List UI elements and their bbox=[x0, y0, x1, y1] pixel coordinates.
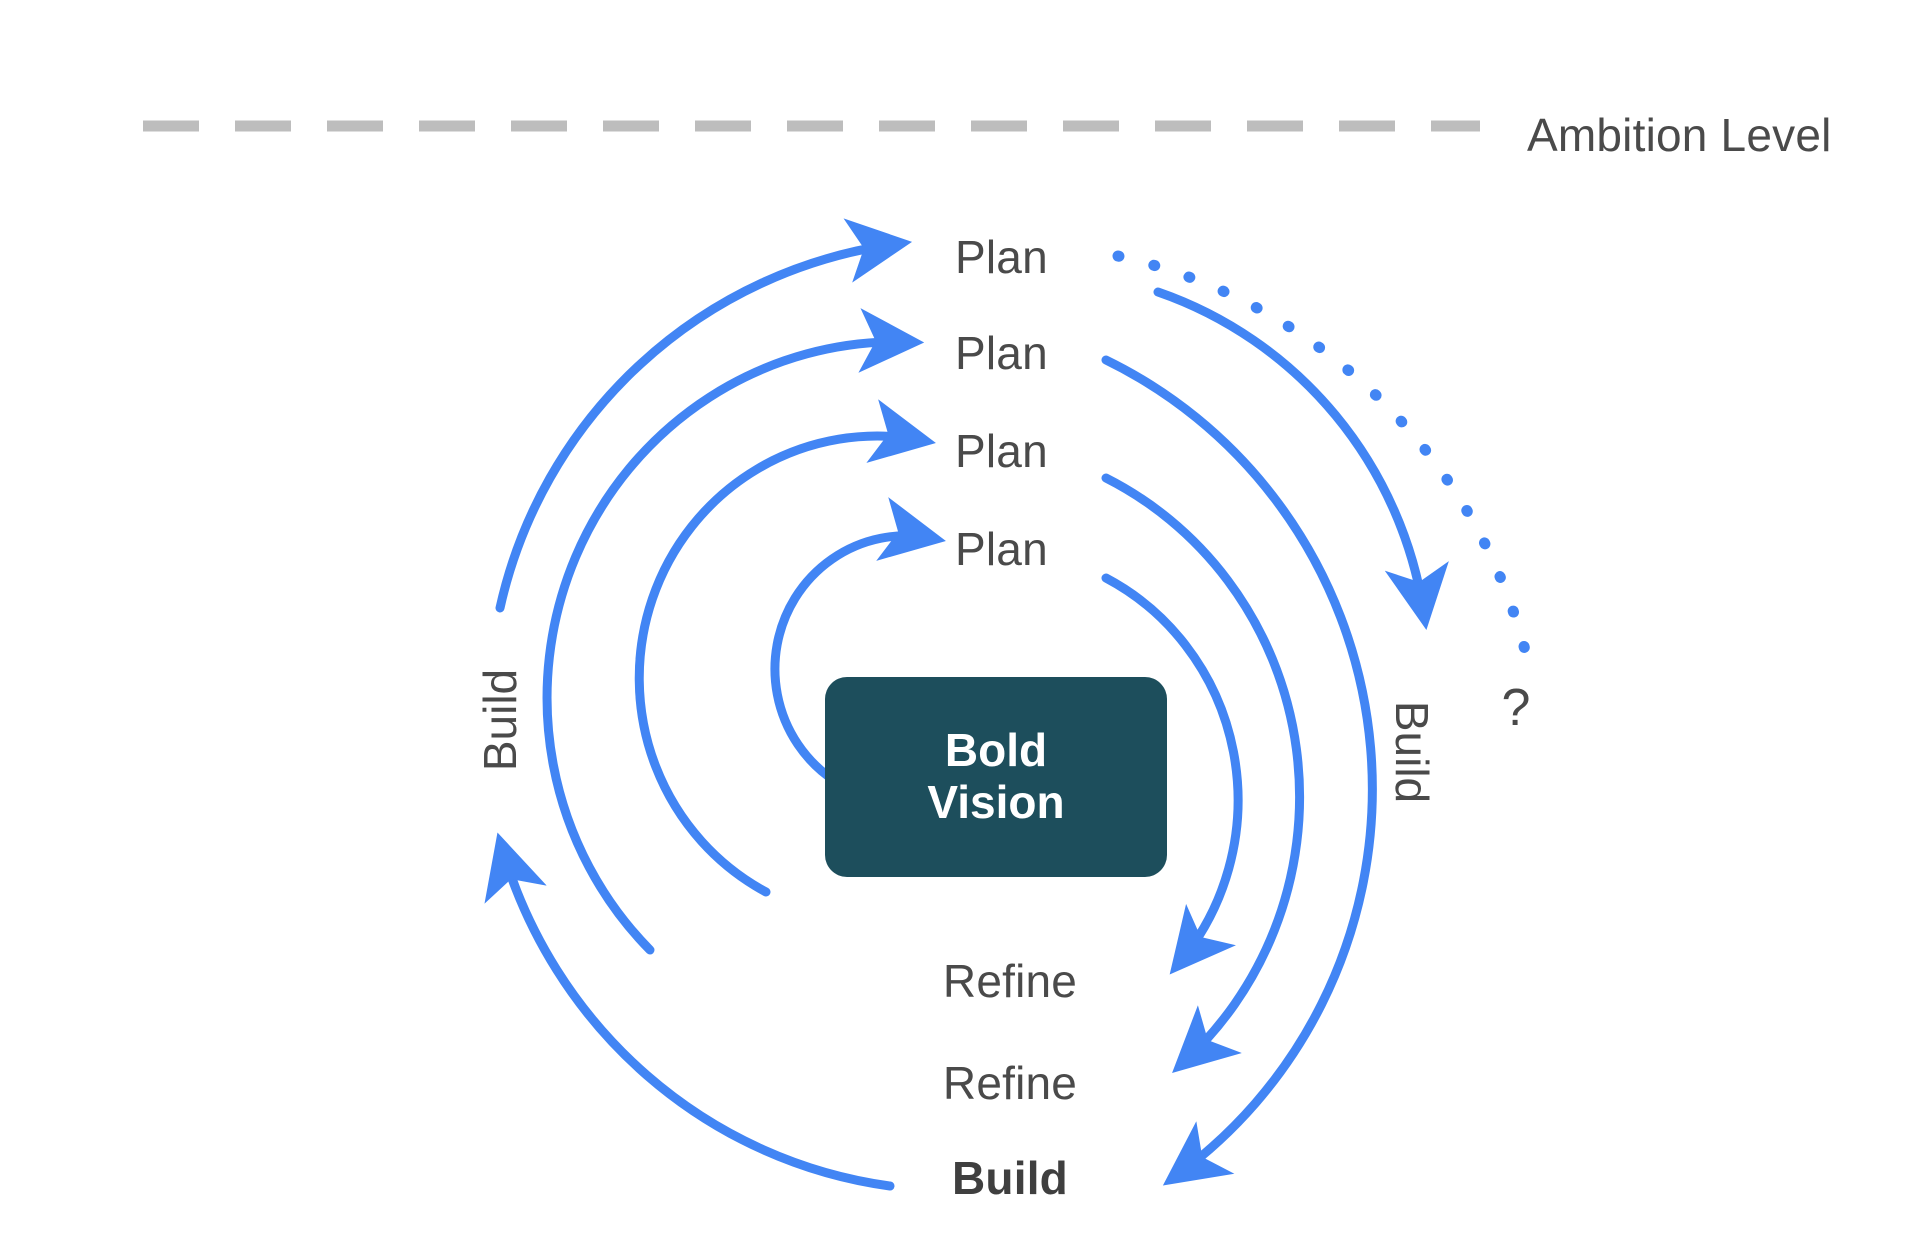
future-dotted-arc-group bbox=[1112, 250, 1534, 668]
refine-arc-loop-1 bbox=[1101, 573, 1243, 975]
ambition-level-label: Ambition Level bbox=[1527, 109, 1832, 161]
question-mark-label: ? bbox=[1501, 679, 1531, 737]
build-arc-loop-4-upper bbox=[495, 218, 913, 613]
build-arc-loop-3 bbox=[542, 308, 925, 955]
bold-vision-line-1: Bold bbox=[944, 724, 1048, 777]
build-arc-loop-4-lower bbox=[484, 832, 895, 1191]
refine-arc-loop-2 bbox=[1101, 473, 1305, 1073]
stage-label-build-bottom: Build bbox=[952, 1152, 1068, 1204]
refine-arc-loop-3 bbox=[1101, 355, 1377, 1186]
bold-vision-center-node: Bold Vision bbox=[825, 677, 1167, 877]
stage-label-refine-1: Refine bbox=[942, 955, 1078, 1007]
right-refine-arcs bbox=[1101, 287, 1449, 1186]
stage-label-refine-2: Refine bbox=[942, 1057, 1078, 1109]
build-left-text: Build bbox=[474, 668, 527, 772]
future-dotted-arc bbox=[1112, 250, 1534, 668]
stage-label-plan-1: Plan bbox=[955, 231, 1048, 283]
build-arc-loop-2 bbox=[634, 399, 936, 897]
build-arc-right bbox=[1153, 287, 1449, 631]
bold-vision-line-2: Vision bbox=[927, 776, 1065, 828]
stage-label-plan-3: Plan bbox=[955, 425, 1048, 477]
stage-label-plan-2: Plan bbox=[955, 327, 1048, 379]
build-right-text: Build bbox=[1386, 700, 1439, 804]
stage-label-plan-4: Plan bbox=[955, 523, 1048, 575]
